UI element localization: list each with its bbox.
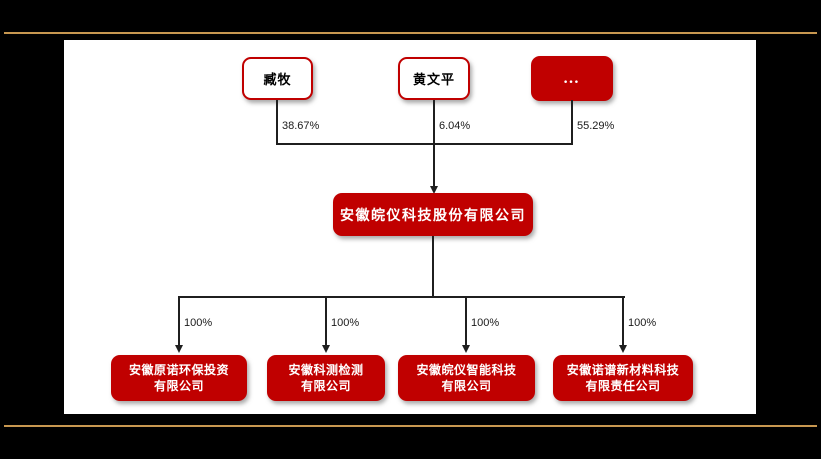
subsidiary-name: 安徽原诺环保投资 有限公司 — [129, 362, 229, 394]
connector-sub2-drop — [325, 296, 327, 345]
subsidiary-box-nuopu: 安徽诺谱新材料科技 有限责任公司 — [553, 355, 693, 401]
subsidiary-box-yuannuo: 安徽原诺环保投资 有限公司 — [111, 355, 247, 401]
shareholder-name: 臧牧 — [263, 72, 292, 87]
stake-label-sub3: 100% — [471, 317, 500, 329]
arrowhead-to-sub3 — [462, 345, 470, 353]
subsidiary-name-line1: 安徽科测检测 — [288, 363, 364, 377]
company-box-wanyi: 安徽皖仪科技股份有限公司 — [333, 193, 533, 236]
bottom-accent-rule — [4, 425, 817, 427]
subsidiary-box-kece: 安徽科测检测 有限公司 — [267, 355, 385, 401]
subsidiary-box-wanyi-intelligent: 安徽皖仪智能科技 有限公司 — [398, 355, 535, 401]
company-name: 安徽皖仪科技股份有限公司 — [340, 208, 526, 224]
subsidiary-name-line2: 有限公司 — [153, 379, 204, 393]
connector-company-drop — [432, 236, 434, 297]
arrowhead-to-sub1 — [175, 345, 183, 353]
connector-subsidiaries-bus — [178, 296, 625, 298]
subsidiary-name-line2: 有限公司 — [441, 379, 492, 393]
connector-sub3-drop — [465, 296, 467, 345]
subsidiary-name-line2: 有限责任公司 — [585, 379, 661, 393]
ellipsis-label: … — [563, 69, 581, 87]
stake-label-zangmu: 38.67% — [282, 120, 320, 132]
subsidiary-name: 安徽皖仪智能科技 有限公司 — [416, 362, 516, 394]
subsidiary-name-line1: 安徽皖仪智能科技 — [416, 363, 517, 377]
connector-shareholder3-drop — [571, 100, 573, 144]
connector-sub1-drop — [178, 296, 180, 345]
stake-label-others: 55.29% — [577, 120, 615, 132]
stake-label-sub2: 100% — [331, 317, 360, 329]
subsidiary-name: 安徽诺谱新材料科技 有限责任公司 — [567, 362, 680, 394]
stake-label-sub4: 100% — [628, 317, 657, 329]
arrowhead-to-sub4 — [619, 345, 627, 353]
subsidiary-name-line2: 有限公司 — [300, 379, 351, 393]
arrowhead-to-sub2 — [322, 345, 330, 353]
subsidiary-name-line1: 安徽诺谱新材料科技 — [566, 363, 680, 377]
shareholder-box-others: … — [531, 56, 613, 101]
connector-shareholders-bus — [276, 143, 573, 145]
shareholder-name: 黄文平 — [412, 72, 455, 87]
subsidiary-name: 安徽科测检测 有限公司 — [288, 362, 363, 394]
shareholder-box-huangwenping: 黄文平 — [398, 57, 470, 100]
connector-sub4-drop — [622, 296, 624, 345]
stake-label-sub1: 100% — [184, 317, 213, 329]
shareholder-box-zangmu: 臧牧 — [242, 57, 313, 100]
connector-shareholder1-drop — [276, 100, 278, 144]
arrowhead-to-company — [430, 186, 438, 194]
top-accent-rule — [4, 32, 817, 34]
subsidiary-name-line1: 安徽原诺环保投资 — [128, 363, 229, 377]
stake-label-huangwenping: 6.04% — [439, 120, 471, 132]
